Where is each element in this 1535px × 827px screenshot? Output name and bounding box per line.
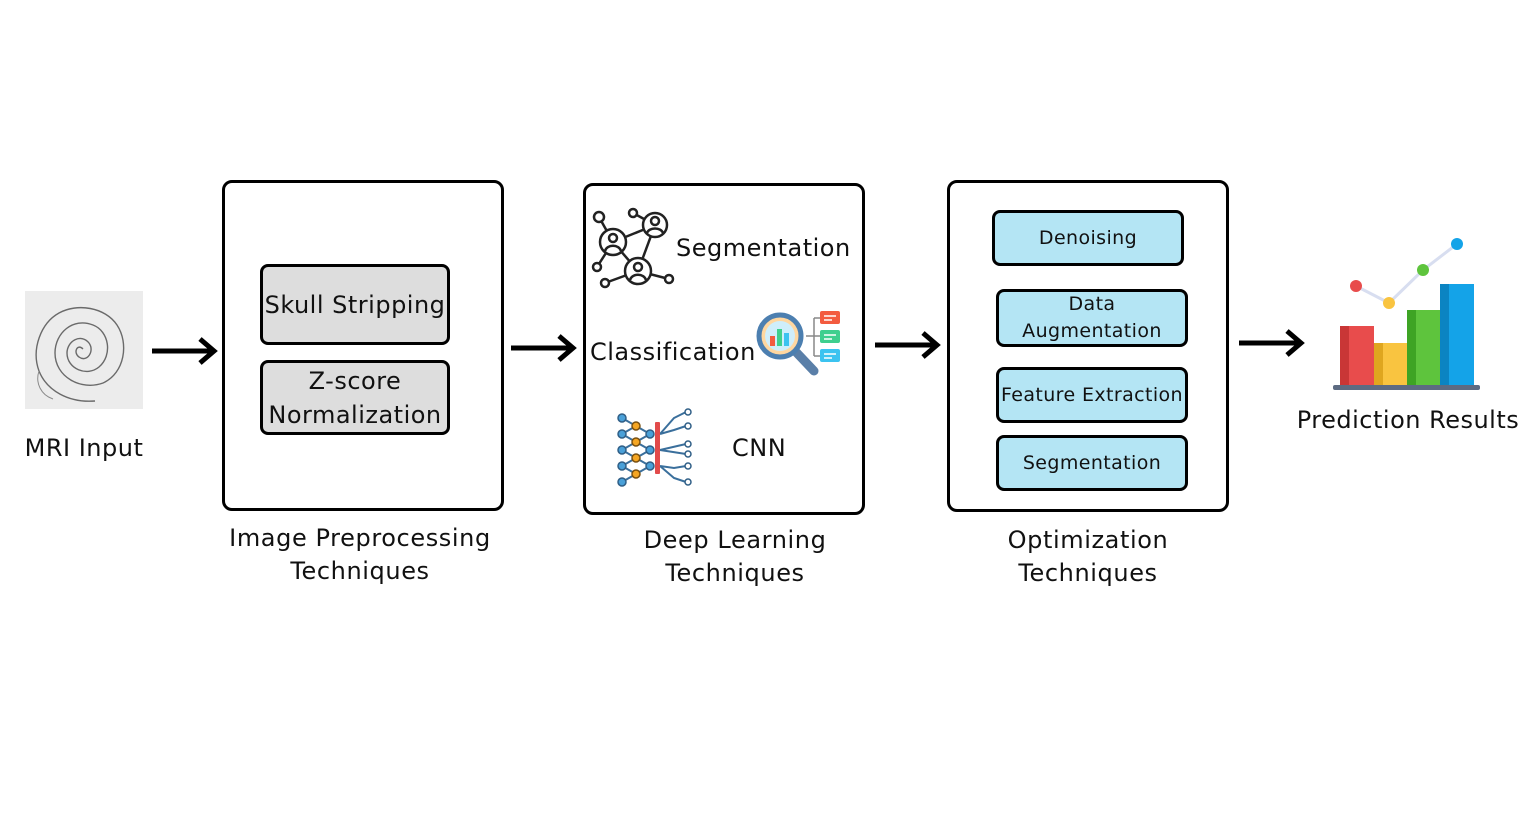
caption-line: Techniques	[665, 559, 805, 587]
preprocessing-caption: Image Preprocessing Techniques	[190, 522, 530, 588]
network-people-icon	[591, 207, 675, 289]
optimization-caption: Optimization Techniques	[940, 524, 1236, 590]
data-augmentation-step: Data Augmentation	[996, 289, 1188, 347]
bar-chart-icon	[1333, 238, 1480, 390]
dl-cnn-label: CNN	[732, 434, 787, 462]
feature-extraction-step: Feature Extraction	[996, 367, 1188, 423]
skull-stripping-step: Skull Stripping	[260, 264, 450, 345]
prediction-results-label: Prediction Results	[1296, 406, 1520, 434]
arrow-right-icon	[1239, 329, 1305, 357]
deep-learning-caption: Deep Learning Techniques	[580, 524, 890, 590]
magnifier-chart-icon	[756, 311, 840, 376]
deep-learning-panel	[583, 183, 865, 515]
caption-line: Deep Learning	[643, 526, 827, 554]
mri-input-image	[25, 291, 143, 409]
caption-line: Techniques	[290, 557, 430, 585]
caption-line: Image Preprocessing	[229, 524, 491, 552]
dl-segmentation-label: Segmentation	[676, 234, 851, 262]
mri-input-label: MRI Input	[24, 434, 144, 462]
arrow-right-icon	[152, 337, 218, 365]
optimization-segmentation-step: Segmentation	[996, 435, 1188, 491]
arrow-right-icon	[511, 334, 577, 362]
preprocessing-panel	[222, 180, 504, 511]
arrow-right-icon	[875, 331, 941, 359]
caption-line: Techniques	[1018, 559, 1158, 587]
denoising-step: Denoising	[992, 210, 1184, 266]
zscore-normalization-step: Z-score Normalization	[260, 360, 450, 435]
caption-line: Optimization	[1007, 526, 1169, 554]
neural-network-icon	[617, 408, 692, 487]
dl-classification-label: Classification	[590, 338, 756, 366]
mri-scan-icon	[25, 291, 143, 409]
